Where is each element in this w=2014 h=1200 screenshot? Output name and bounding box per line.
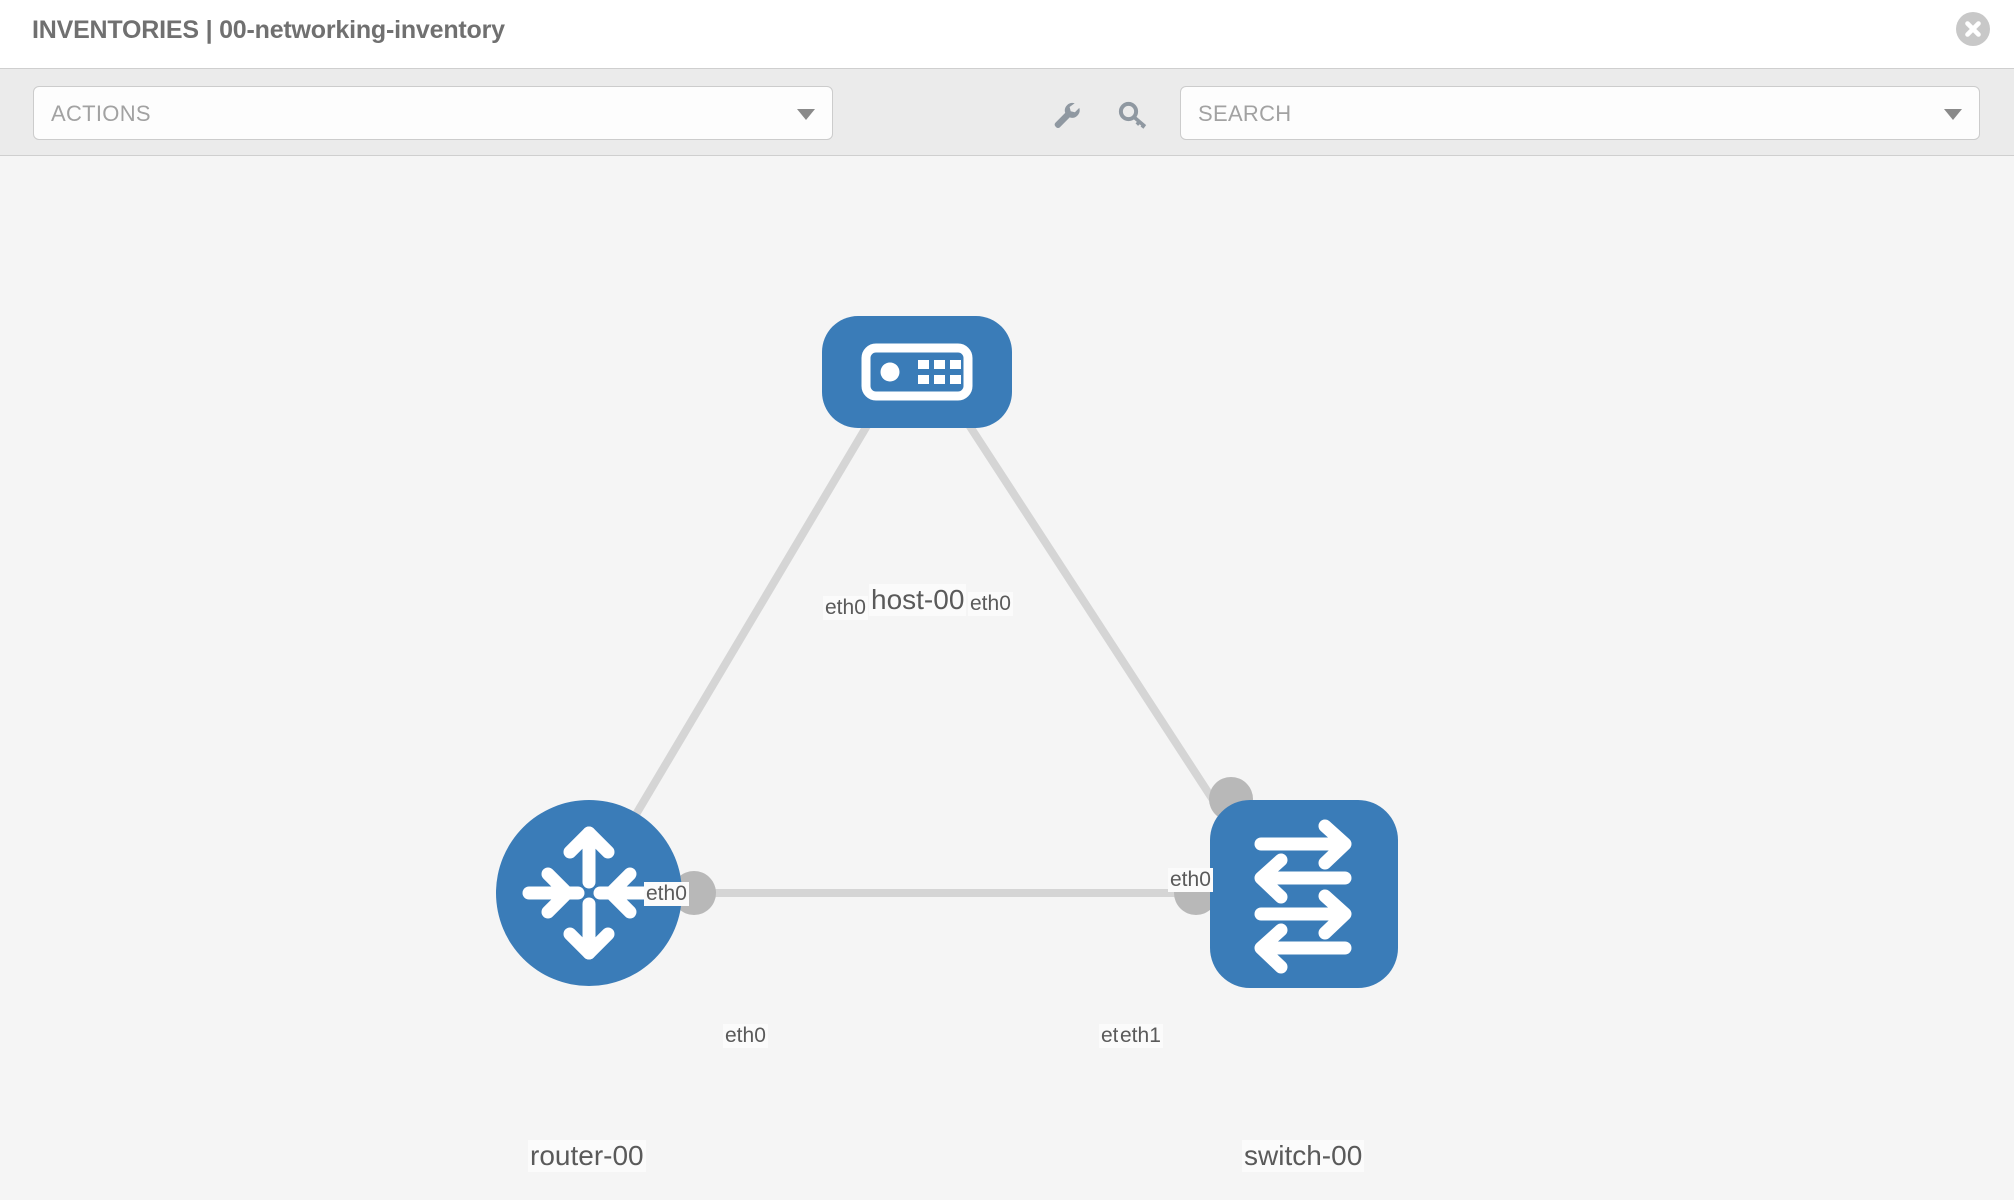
close-icon[interactable] [1956, 12, 1990, 46]
server-icon [861, 343, 973, 401]
wrench-icon[interactable] [1050, 99, 1082, 131]
actions-dropdown-label: ACTIONS [51, 101, 151, 126]
iface-label-router00-eth0: eth0 [723, 1024, 768, 1048]
key-icon[interactable] [1118, 99, 1150, 131]
iface-label-switch00-eth0-up: eth0 [1168, 868, 1213, 892]
host-00-shape [822, 316, 1012, 428]
node-label-host-00: host-00 [869, 584, 967, 616]
search-input[interactable]: SEARCH [1180, 86, 1980, 140]
link-host00-switch00 [937, 379, 1247, 849]
topology-node-router-00 [496, 800, 682, 986]
toolbar: ACTIONS SEARCH [0, 68, 2014, 156]
router-00-shape [496, 800, 682, 986]
actions-dropdown[interactable]: ACTIONS [33, 86, 833, 140]
iface-label-switch00-eth1: eth1 [1118, 1024, 1163, 1048]
topology-node-switch-00 [1210, 800, 1398, 988]
switch-arrows-icon [1254, 819, 1352, 974]
chevron-down-icon[interactable] [1944, 109, 1962, 120]
topology-links [609, 379, 1247, 897]
link-host00-router00 [609, 379, 897, 856]
search-placeholder: SEARCH [1198, 101, 1292, 126]
page-title: INVENTORIES | 00-networking-inventory [32, 16, 505, 44]
iface-label-host00-eth0-right: eth0 [968, 592, 1013, 616]
node-label-switch-00: switch-00 [1242, 1140, 1365, 1172]
router-arrows-icon [522, 826, 656, 960]
node-label-router-00: router-00 [528, 1140, 646, 1172]
chevron-down-icon [797, 109, 815, 120]
topology-graph [496, 316, 1398, 988]
page-header: INVENTORIES | 00-networking-inventory [0, 0, 2014, 68]
topology-connectors [672, 361, 1253, 915]
iface-label-router00-eth0-up: eth0 [644, 882, 689, 906]
topology-canvas[interactable]: eth0 eth0 eth0 eth0 eth0 eth0 eth1 host-… [0, 156, 2014, 1200]
topology-node-host-00 [822, 316, 1012, 428]
switch-00-shape [1210, 800, 1398, 988]
iface-label-host00-eth0-left: eth0 [823, 596, 868, 620]
